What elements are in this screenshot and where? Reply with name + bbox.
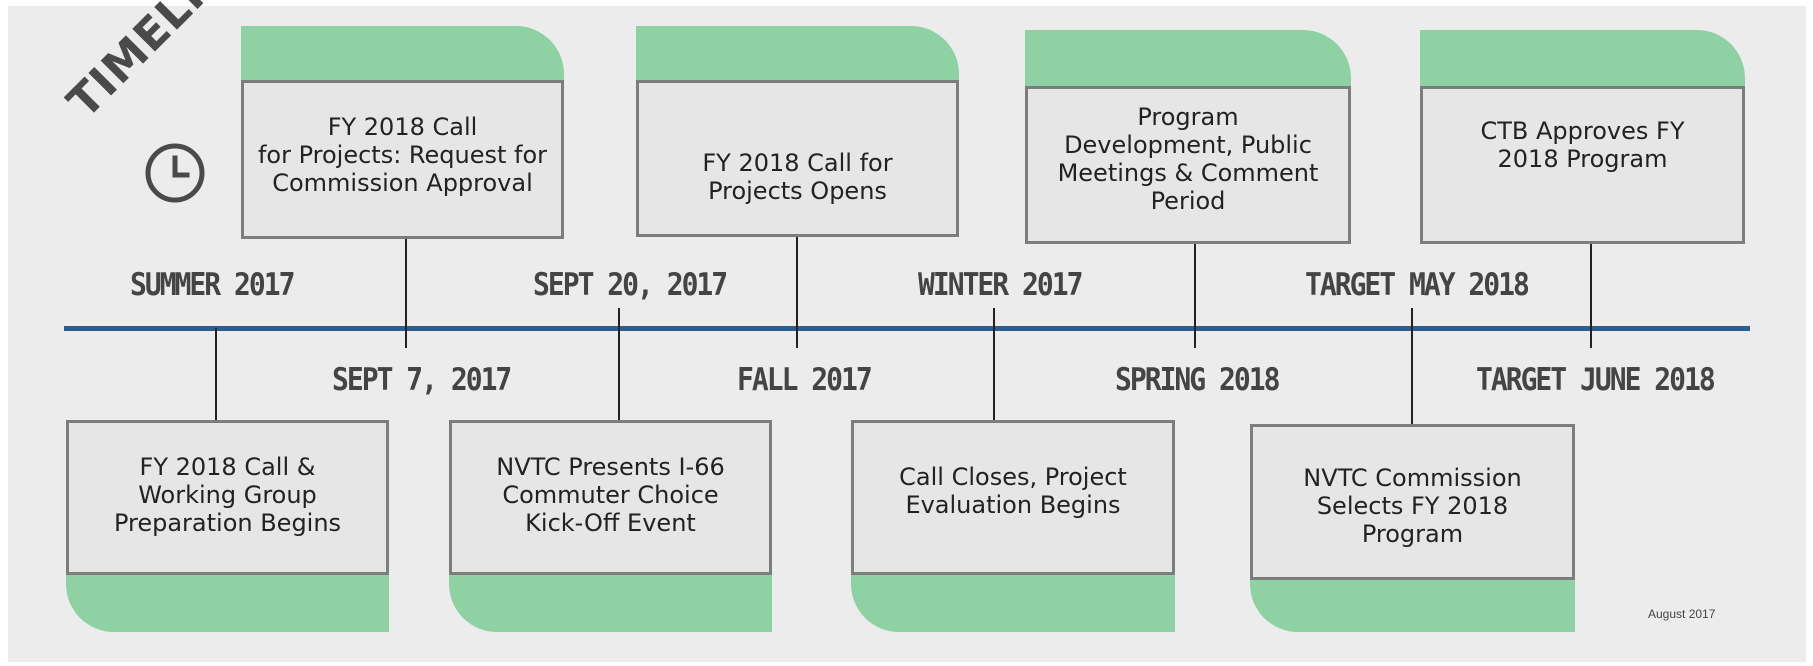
milestone-date: TARGET JUNE 2018: [1476, 361, 1716, 398]
milestone-box: FY 2018 Call & Working Group Preparation…: [66, 420, 389, 575]
milestone-connector: [1590, 240, 1592, 348]
milestone-connector: [618, 308, 620, 420]
milestone-connector: [405, 239, 407, 348]
milestone-date: WINTER 2017: [918, 266, 1083, 303]
milestone-connector: [1194, 240, 1196, 348]
clock-icon: [145, 143, 205, 203]
milestone-date: TARGET MAY 2018: [1305, 266, 1530, 303]
footnote-date: August 2017: [1648, 607, 1716, 621]
milestone-box: NVTC Presents I-66 Commuter Choice Kick-…: [449, 420, 772, 575]
milestone-box: NVTC Commission Selects FY 2018 Program: [1250, 424, 1575, 580]
milestone-box: FY 2018 Call for Projects Opens: [636, 80, 959, 237]
milestone-connector: [215, 328, 217, 420]
milestone-connector: [993, 308, 995, 420]
milestone-box: Program Development, Public Meetings & C…: [1025, 86, 1351, 244]
milestone-box: Call Closes, Project Evaluation Begins: [851, 420, 1175, 575]
milestone-box: CTB Approves FY 2018 Program: [1420, 86, 1745, 244]
milestone-connector: [1411, 308, 1413, 428]
milestone-date: SEPT 20, 2017: [533, 266, 728, 303]
milestone-date: SUMMER 2017: [130, 266, 295, 303]
milestone-box: FY 2018 Call for Projects: Request for C…: [241, 80, 564, 239]
timeline-axis: [64, 326, 1750, 331]
milestone-date: SPRING 2018: [1115, 361, 1280, 398]
milestone-connector: [796, 237, 798, 348]
milestone-date: FALL 2017: [737, 361, 873, 398]
milestone-date: SEPT 7, 2017: [332, 361, 512, 398]
